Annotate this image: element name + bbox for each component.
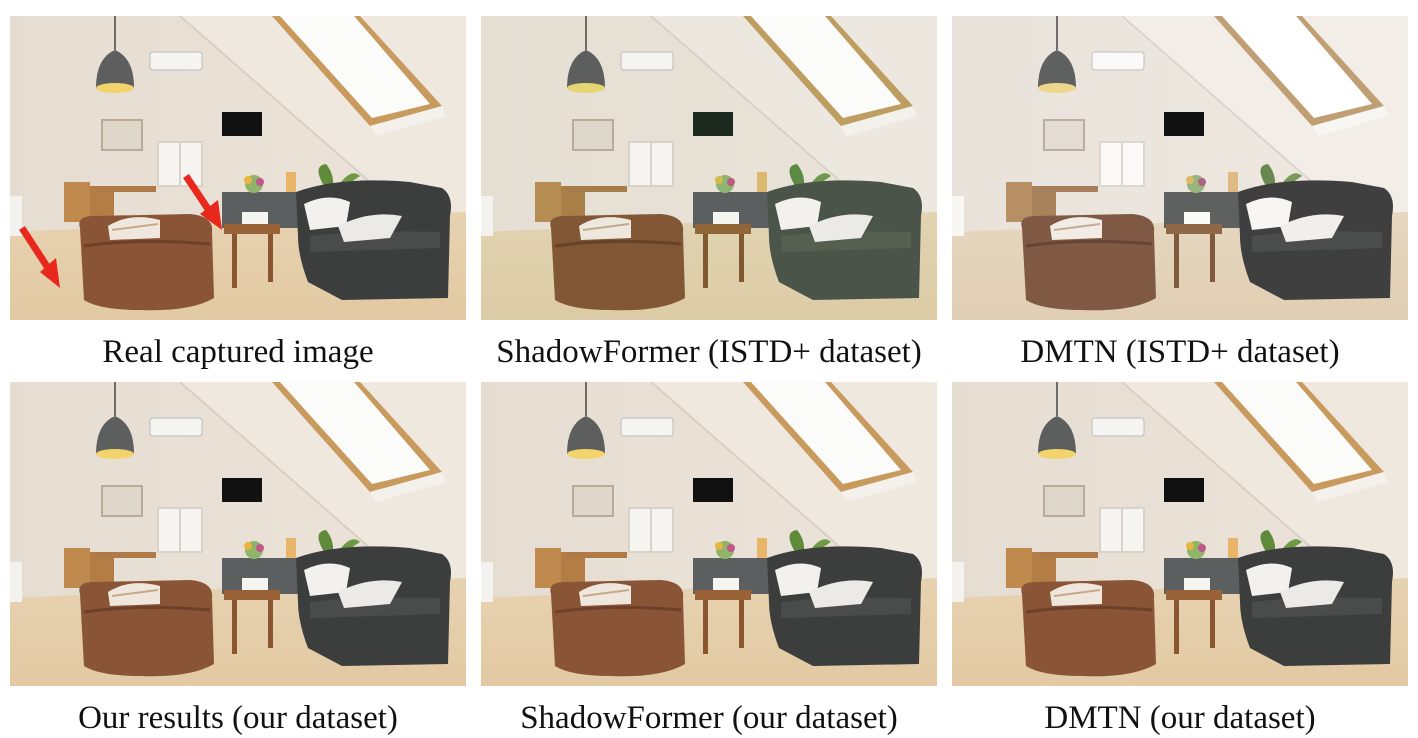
- photo-shadowformer-ours: [481, 382, 937, 686]
- caption-3: DMTN (ISTD+ dataset): [1020, 334, 1340, 370]
- sofa-pillow: [775, 563, 821, 596]
- wall-picture: [101, 485, 143, 517]
- dining-chair: [535, 548, 561, 588]
- photo-dmtn-istd: [952, 16, 1408, 320]
- photo-our-results: [10, 382, 466, 686]
- caption-2: ShadowFormer (ISTD+ dataset): [496, 334, 922, 370]
- wall-picture: [101, 119, 143, 151]
- caption-6: DMTN (our dataset): [1044, 700, 1316, 736]
- dining-chair: [535, 182, 561, 222]
- pendant-lamp: [1038, 50, 1076, 88]
- sofa-pillow: [304, 563, 350, 596]
- wall-picture: [572, 485, 614, 517]
- dining-chair: [64, 182, 90, 222]
- air-conditioner: [149, 417, 203, 437]
- dining-table: [1038, 552, 1098, 558]
- dining-table: [96, 552, 156, 558]
- skylight: [751, 16, 901, 118]
- wall-picture: [1043, 119, 1085, 151]
- air-conditioner: [1091, 51, 1145, 71]
- sofa-pillow: [1246, 197, 1292, 230]
- coffee-table: [224, 224, 280, 234]
- tv: [222, 478, 262, 502]
- skylight: [280, 16, 430, 118]
- photo-dmtn-ours: [952, 382, 1408, 686]
- wall-picture: [1043, 485, 1085, 517]
- arrow-left: [19, 226, 60, 288]
- coffee-table: [1166, 224, 1222, 234]
- tv: [1164, 112, 1204, 136]
- dining-table: [567, 552, 627, 558]
- air-conditioner: [149, 51, 203, 71]
- sofa-pillow: [304, 197, 350, 230]
- arrow-right: [183, 174, 222, 230]
- dining-table: [1038, 186, 1098, 192]
- photo-real-captured: [10, 16, 466, 320]
- coffee-table: [695, 590, 751, 600]
- skylight: [280, 382, 430, 484]
- coffee-table: [695, 224, 751, 234]
- pendant-lamp: [567, 416, 605, 454]
- caption-4: Our results (our dataset): [78, 700, 398, 736]
- photo-shadowformer-istd: [481, 16, 937, 320]
- dining-chair: [1006, 548, 1032, 588]
- tv: [693, 478, 733, 502]
- tv: [693, 112, 733, 136]
- air-conditioner: [620, 51, 674, 71]
- skylight: [751, 382, 901, 484]
- dining-table: [567, 186, 627, 192]
- air-conditioner: [1091, 417, 1145, 437]
- pendant-lamp: [567, 50, 605, 88]
- pendant-lamp: [96, 416, 134, 454]
- tv: [222, 112, 262, 136]
- coffee-table: [1166, 590, 1222, 600]
- tv: [1164, 478, 1204, 502]
- skylight: [1222, 16, 1372, 118]
- wall-picture: [572, 119, 614, 151]
- sofa-pillow: [775, 197, 821, 230]
- coffee-table: [224, 590, 280, 600]
- caption-1: Real captured image: [102, 334, 374, 370]
- caption-5: ShadowFormer (our dataset): [520, 700, 898, 736]
- dining-chair: [1006, 182, 1032, 222]
- skylight: [1222, 382, 1372, 484]
- pendant-lamp: [1038, 416, 1076, 454]
- dining-table: [96, 186, 156, 192]
- air-conditioner: [620, 417, 674, 437]
- pendant-lamp: [96, 50, 134, 88]
- dining-chair: [64, 548, 90, 588]
- sofa-pillow: [1246, 563, 1292, 596]
